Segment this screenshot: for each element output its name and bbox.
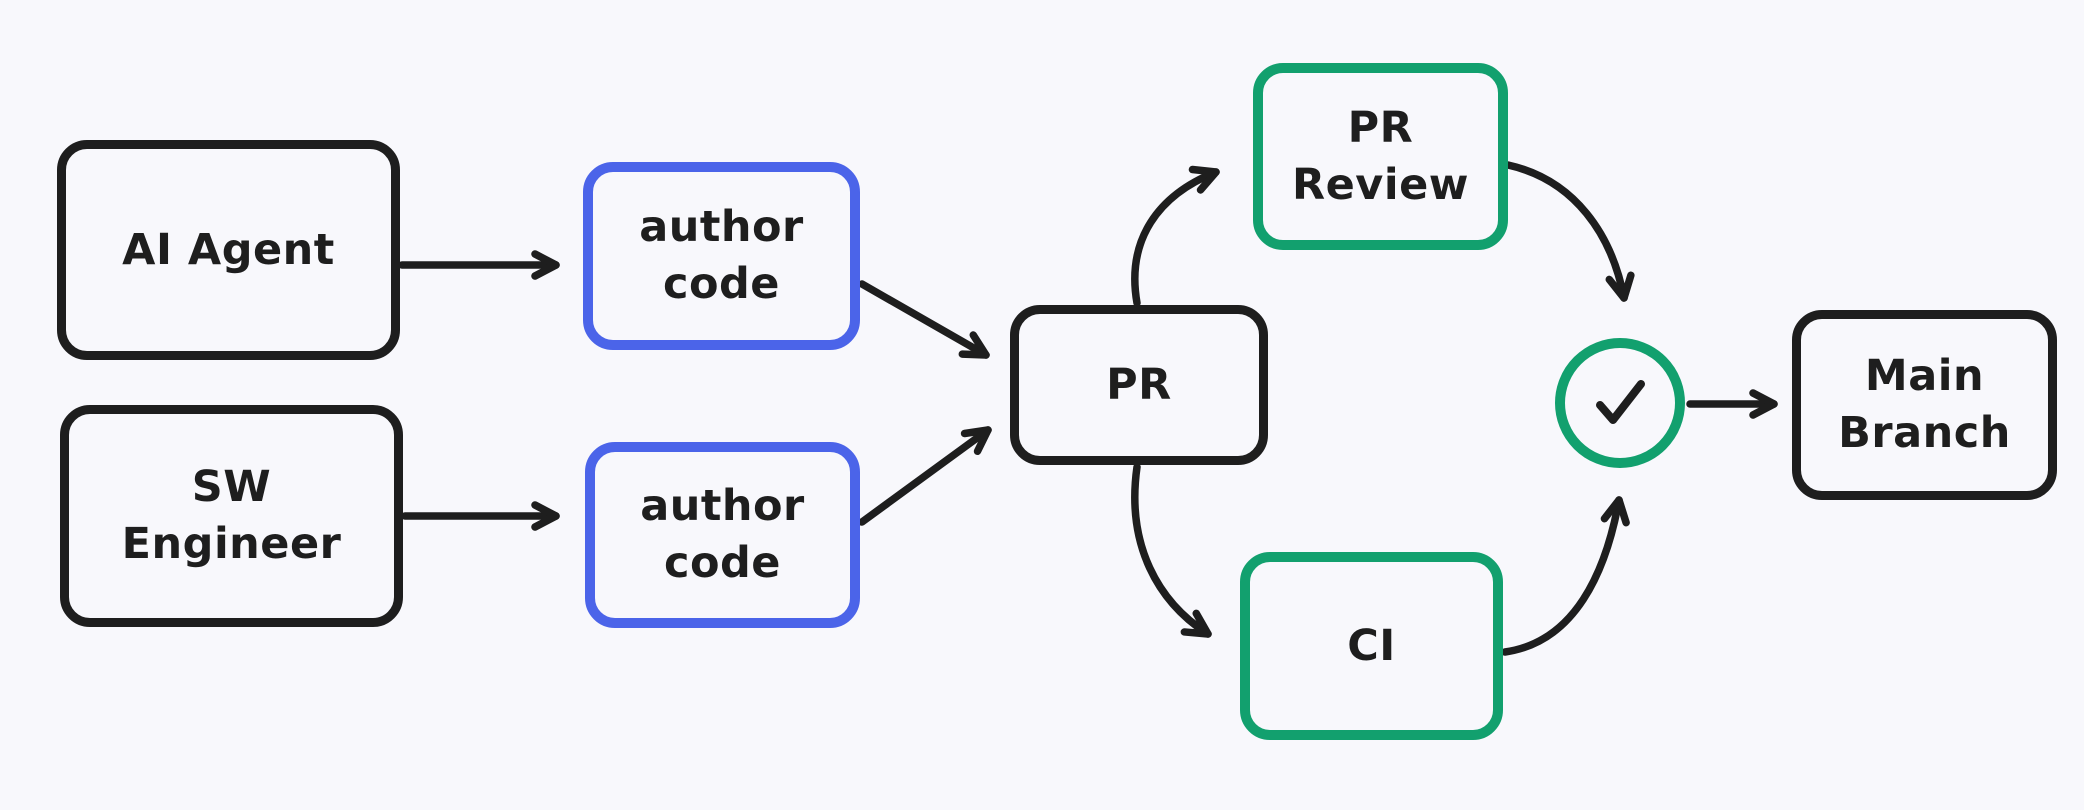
node-sw-engineer: SW Engineer <box>60 405 403 627</box>
edge-ci-to-check <box>1501 496 1630 656</box>
node-pr-label: PR <box>1106 359 1172 410</box>
edge-pr-to-ci <box>1131 463 1212 638</box>
node-ai-agent-label: AI Agent <box>122 224 335 275</box>
edge-pr-to-pr-review <box>1131 165 1220 307</box>
node-pr: PR <box>1010 305 1268 465</box>
node-author-code-bottom-label: author code <box>640 481 805 588</box>
node-author-code-bottom: author code <box>585 442 860 628</box>
node-checks-passed <box>1555 338 1685 468</box>
node-pr-review-label: PR Review <box>1292 102 1469 210</box>
edge-author-code-bottom-to-pr <box>858 426 992 526</box>
node-author-code-top: author code <box>583 162 860 350</box>
node-pr-review: PR Review <box>1253 63 1508 250</box>
node-ai-agent: AI Agent <box>57 140 400 360</box>
node-main-branch: Main Branch <box>1792 310 2057 500</box>
node-sw-engineer-label: SW Engineer <box>121 462 342 569</box>
edge-pr-review-to-check <box>1504 161 1635 302</box>
node-ci-label: CI <box>1347 620 1396 671</box>
check-icon <box>1596 380 1645 424</box>
node-author-code-top-label: author code <box>639 202 804 309</box>
edge-author-code-top-to-pr <box>858 280 990 359</box>
node-main-branch-label: Main Branch <box>1838 351 2011 458</box>
node-ci: CI <box>1240 552 1503 740</box>
